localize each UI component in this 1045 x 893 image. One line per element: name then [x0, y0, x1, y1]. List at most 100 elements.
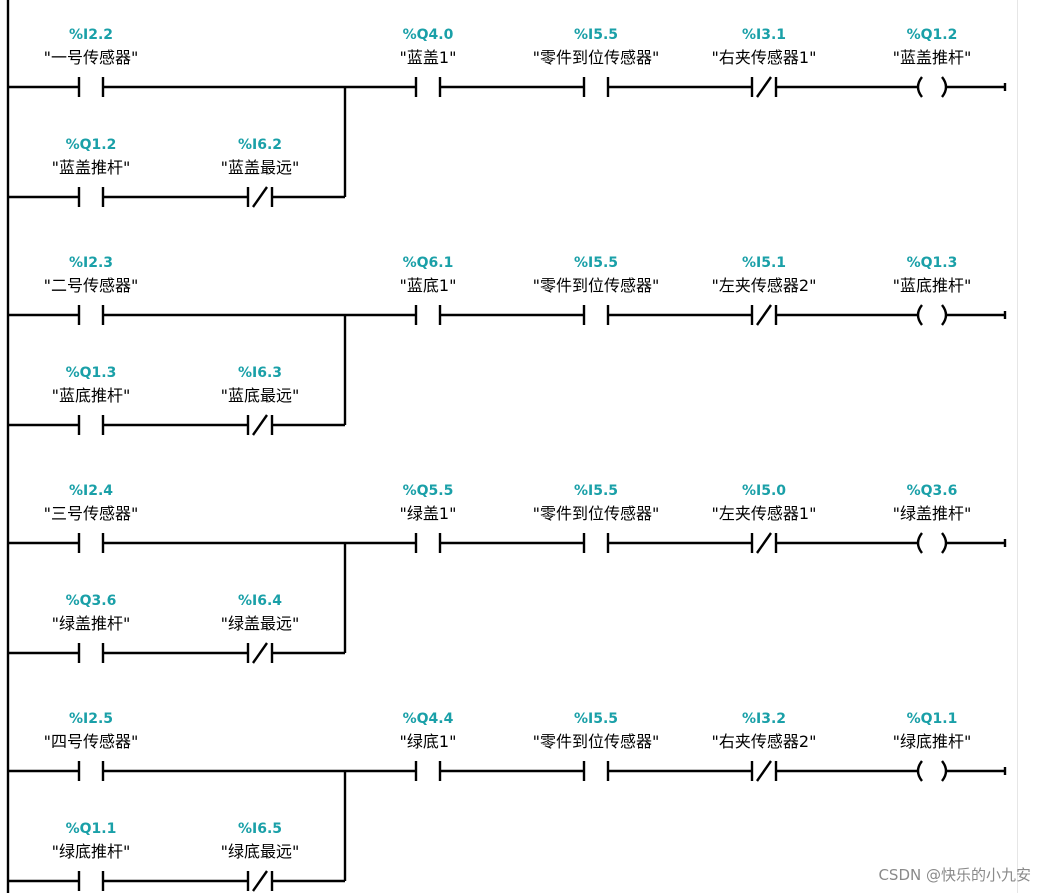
operand-address: %Q1.3 [66, 365, 117, 381]
operand-address: %I6.3 [238, 365, 282, 381]
operand-address: %I5.5 [574, 255, 618, 271]
operand-tag: "零件到位传感器" [533, 732, 660, 751]
output-coil[interactable]: %Q1.1 "绿底推杆" [893, 711, 972, 782]
network-3: %I2.4"三号传感器" %Q3.6 "绿盖推杆" %I6.4 "绿盖最远" %Q5.5 "… [8, 483, 1007, 664]
nc-contact[interactable]: %I6.5 "绿底最远" [221, 821, 300, 892]
no-contact[interactable]: %I5.5 "零件到位传感器" [533, 483, 660, 553]
no-contact[interactable]: %Q6.1 "蓝底1" [400, 255, 457, 325]
operand-tag: "绿盖1" [400, 504, 457, 523]
operand-tag: "绿底最远" [221, 842, 300, 861]
operand-address: %Q4.4 [403, 711, 454, 727]
operand-address: %Q4.0 [403, 27, 454, 43]
operand-address: %Q1.3 [907, 255, 958, 271]
nc-contact[interactable]: %I5.0 "左夹传感器1" [712, 483, 817, 554]
operand-address: %Q6.1 [403, 255, 454, 271]
contact-slash [756, 304, 772, 326]
nc-contact[interactable]: %I3.2 "右夹传感器2" [712, 711, 817, 782]
operand-tag: "绿底1" [400, 732, 457, 751]
no-contact[interactable]: %I2.2 "一号传感器" [44, 27, 139, 97]
contact-slash [252, 186, 268, 208]
network-2: %I2.3 "二号传感器" %Q1.3 "蓝底推杆" %I6.3 "蓝底最远" %Q6.1 "… [8, 255, 1007, 436]
operand-tag: "绿盖推杆" [52, 614, 131, 633]
operand-address: %I6.4 [238, 593, 282, 609]
operand-address: %I5.5 [574, 483, 618, 499]
no-contact[interactable]: %Q3.6"绿盖推杆" [52, 593, 131, 663]
coil-right-arc [941, 760, 948, 782]
operand-tag: "蓝盖推杆" [52, 158, 131, 177]
no-contact[interactable]: %Q1.3 "蓝底推杆" [52, 365, 131, 435]
operand-tag: "蓝盖最远" [221, 158, 300, 177]
contact-slash [756, 532, 772, 554]
operand-tag: "右夹传感器2" [712, 732, 817, 751]
operand-address: %Q1.1 [907, 711, 958, 727]
no-contact[interactable]: %Q1.2 "蓝盖推杆" [52, 137, 131, 207]
operand-address: %I2.2 [69, 27, 113, 43]
no-contact[interactable]: %Q4.4 "绿底1" [400, 711, 457, 781]
network-4: %I2.5"四号传感器" %Q1.1 "绿底推杆" %I6.5 "绿底最远" %Q4.4 "… [8, 711, 1007, 892]
right-border [1017, 0, 1018, 893]
coil-left-arc [916, 76, 923, 98]
coil-left-arc [916, 304, 923, 326]
no-contact[interactable]: %Q1.1"绿底推杆" [52, 821, 131, 891]
contact-slash [252, 642, 268, 664]
nc-contact[interactable]: %I5.1"左夹传感器2" [712, 255, 817, 326]
operand-tag: "蓝底1" [400, 276, 457, 295]
no-contact[interactable]: %I2.4"三号传感器" [44, 483, 139, 553]
contact-slash [252, 870, 268, 892]
contact-slash [756, 760, 772, 782]
no-contact[interactable]: %Q5.5 "绿盖1" [400, 483, 457, 553]
no-contact[interactable]: %I5.5"零件到位传感器" [533, 255, 660, 325]
operand-address: %I3.1 [742, 27, 786, 43]
operand-address: %Q5.5 [403, 483, 454, 499]
nc-contact[interactable]: %I3.1"右夹传感器1" [712, 27, 817, 98]
output-coil[interactable]: %Q3.6 "绿盖推杆" [893, 483, 972, 554]
no-contact[interactable]: %I2.3 "二号传感器" [44, 255, 139, 325]
operand-address: %I2.4 [69, 483, 113, 499]
operand-address: %I6.2 [238, 137, 282, 153]
operand-tag: "零件到位传感器" [533, 48, 660, 67]
output-coil[interactable]: %Q1.3 "蓝底推杆" [893, 255, 972, 326]
operand-tag: "绿盖最远" [221, 614, 300, 633]
operand-tag: "左夹传感器1" [712, 504, 817, 523]
operand-tag: "绿盖推杆" [893, 504, 972, 523]
operand-address: %I2.3 [69, 255, 113, 271]
no-contact[interactable]: %I2.5"四号传感器" [44, 711, 139, 781]
operand-tag: "蓝底推杆" [52, 386, 131, 405]
coil-left-arc [916, 532, 923, 554]
no-contact[interactable]: %I5.5 "零件到位传感器" [533, 711, 660, 781]
operand-tag: "零件到位传感器" [533, 504, 660, 523]
operand-tag: "二号传感器" [44, 276, 139, 295]
coil-right-arc [941, 304, 948, 326]
no-contact[interactable]: %Q4.0 "蓝盖1" [400, 27, 457, 97]
operand-tag: "一号传感器" [44, 48, 139, 67]
operand-address: %I5.5 [574, 711, 618, 727]
operand-tag: "绿底推杆" [52, 842, 131, 861]
watermark: CSDN @快乐的小九安 [878, 866, 1031, 884]
contact-slash [756, 76, 772, 98]
operand-address: %Q3.6 [907, 483, 958, 499]
networks: %I2.2 "一号传感器" %Q1.2 "蓝盖推杆" %I6.2 "蓝盖最远" %Q4.0 "… [8, 27, 1007, 892]
operand-address: %I3.2 [742, 711, 786, 727]
contact-slash [252, 414, 268, 436]
output-coil[interactable]: %Q1.2"蓝盖推杆" [893, 27, 972, 98]
nc-contact[interactable]: %I6.2 "蓝盖最远" [221, 137, 300, 208]
operand-address: %I5.1 [742, 255, 786, 271]
operand-address: %I5.0 [742, 483, 786, 499]
coil-right-arc [941, 532, 948, 554]
operand-address: %I6.5 [238, 821, 282, 837]
operand-tag: "绿底推杆" [893, 732, 972, 751]
operand-address: %I2.5 [69, 711, 113, 727]
operand-address: %Q1.2 [907, 27, 958, 43]
operand-address: %Q1.2 [66, 137, 117, 153]
operand-address: %I5.5 [574, 27, 618, 43]
operand-tag: "蓝底最远" [221, 386, 300, 405]
no-contact[interactable]: %I5.5 "零件到位传感器" [533, 27, 660, 97]
coil-left-arc [916, 760, 923, 782]
operand-tag: "蓝底推杆" [893, 276, 972, 295]
nc-contact[interactable]: %I6.3 "蓝底最远" [221, 365, 300, 436]
coil-right-arc [941, 76, 948, 98]
operand-tag: "蓝盖1" [400, 48, 457, 67]
network-1: %I2.2 "一号传感器" %Q1.2 "蓝盖推杆" %I6.2 "蓝盖最远" %Q4.0 "… [8, 27, 1007, 208]
nc-contact[interactable]: %I6.4 "绿盖最远" [221, 593, 300, 664]
